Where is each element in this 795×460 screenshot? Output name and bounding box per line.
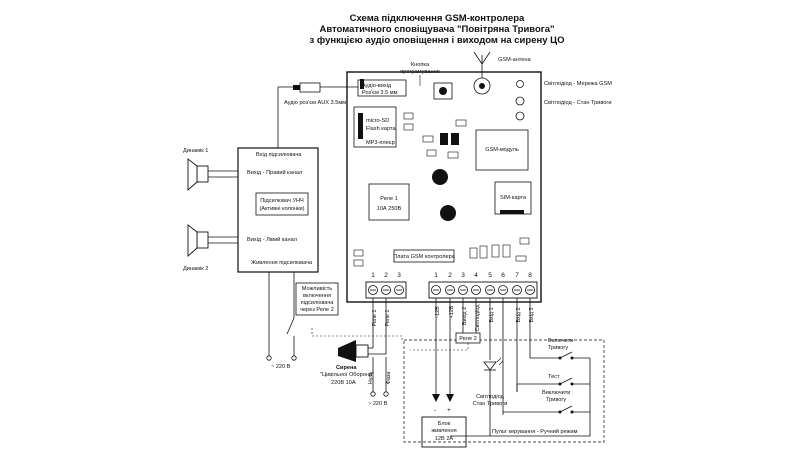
pin-label: Вхід 1 <box>489 307 495 322</box>
gsm-module-label: GSM-модуль <box>485 147 519 153</box>
amp-unit-label-2: (Активні колонки) <box>259 206 304 212</box>
relay-1 <box>368 183 410 221</box>
relay-1-label-1: Реле 1 <box>380 196 397 202</box>
audio-out-jack <box>357 79 407 97</box>
terminal-number: 4 <box>474 272 478 279</box>
terminal-number: 1 <box>371 272 375 279</box>
pin-labels: Реле 1 Реле 1 -12В +12В Вихід 2 Світлоді… <box>372 304 535 332</box>
led-gsm-icon <box>516 80 524 88</box>
speaker-1-label: Динамік 1 <box>183 148 208 154</box>
board-name-label: Плата GSM контролера <box>393 254 456 260</box>
amp-power-label: Живлення підсилювача <box>251 260 313 266</box>
terminal-number: 2 <box>384 272 388 279</box>
gsm-controller-board: Аудіо-вихід Роз'єм 3.5 мм Кнопка програм… <box>346 51 612 303</box>
amp-left-label: Вихід - Лівий канал <box>247 236 297 243</box>
amp-right-label: Вихід - Правий канал <box>247 169 302 176</box>
terminal-number: 6 <box>501 272 505 279</box>
led-gsm-label: Світлодіод - Мережа GSM <box>544 81 612 87</box>
terminal-number: 3 <box>397 272 401 279</box>
led-alarm-label: Світлодіод - Стан Тривоги <box>544 100 612 106</box>
gsm-module <box>475 129 529 171</box>
title-line-2: Автоматичного сповіщувача "Повітряна Три… <box>319 24 554 35</box>
siren-rating: 220В 10А <box>331 380 356 386</box>
siren-icon <box>338 340 387 362</box>
mp3-label: MP3-плеєр <box>366 140 395 146</box>
psu-label-1: Блок <box>438 421 451 427</box>
btn-off-label-1: Виключити <box>542 390 570 396</box>
amp-unit <box>255 192 309 216</box>
psu-label-2: живлення <box>431 428 456 434</box>
speaker-2-icon <box>187 224 238 258</box>
pin-label: Світлодіод <box>475 304 481 332</box>
led-alarm-icon <box>515 96 525 106</box>
amp-mains-wiring <box>268 272 295 356</box>
terminal-block-main <box>428 281 538 299</box>
psu-plus-label: + <box>447 407 451 414</box>
microsd-label-2: Flash карта <box>366 126 396 132</box>
title-line-1: Схема підключення GSM-контролера <box>350 13 525 24</box>
relay-option-label-3: підсилювача <box>301 300 335 306</box>
microsd-label-1: micro-SD <box>366 118 389 124</box>
siren-name: Сирена <box>336 365 357 371</box>
button-test <box>517 377 590 385</box>
board-name-plate <box>393 249 455 263</box>
control-panel: Реле 2 Світлодіод Стан Тривоги Включити … <box>403 330 605 443</box>
terminal-block-relay <box>365 281 407 299</box>
btn-off-label-2: Тривогу <box>546 397 566 403</box>
pin-label: Вхід 3 <box>529 307 535 322</box>
relay-option-label-2: включення <box>303 293 331 299</box>
relay-option-label-4: через Реле 2 <box>300 307 334 313</box>
btn-test-label: Тест <box>548 374 560 380</box>
amplifier-block: Вхід підсилювача Вихід - Правий канал Пі… <box>237 147 319 273</box>
prog-button-label-1: Кнопка <box>411 62 430 68</box>
diagram-title: Схема підключення GSM-контролера Автомат… <box>310 13 565 46</box>
pin-label: +12В <box>449 305 455 318</box>
pin-label: Реле 1 <box>372 310 378 327</box>
pin-label: Вхід 2 <box>516 307 522 322</box>
alarm-led-icon <box>483 357 504 385</box>
gsm-antenna-label: GSM-антена <box>498 57 532 63</box>
psu-minus-label: - <box>434 407 436 414</box>
relay-1-label-2: 10А 250В <box>377 206 402 212</box>
sim-card-slot <box>494 181 532 215</box>
btn-on-label-1: Включити <box>548 338 573 344</box>
pin-label: Реле 1 <box>385 310 391 327</box>
terminal-number: 7 <box>515 272 519 279</box>
sim-label: SIM-карта <box>500 195 527 201</box>
relay-option-label-1: Можливість <box>302 286 332 292</box>
psu-label-3: 12В 2А <box>435 436 454 442</box>
btn-on-label-2: Тривогу <box>548 345 568 351</box>
amp-mains-label: ~ 220 В <box>271 364 291 370</box>
gsm-antenna-icon <box>473 51 491 95</box>
siren-zero-label: Нуль <box>368 372 374 385</box>
pin-wires <box>372 298 531 415</box>
speaker-2-label: Динамік 2 <box>183 266 208 272</box>
audio-out-label-1: Аудіо-вихід <box>362 83 392 89</box>
siren-phase-label: Фаза <box>386 372 392 385</box>
aux-cable: Аудіо роз'єм AUX 3.5мм <box>277 82 358 150</box>
terminal-number: 5 <box>488 272 492 279</box>
aux-label: Аудіо роз'єм AUX 3.5мм <box>284 100 346 106</box>
button-alarm-on <box>530 351 590 359</box>
pin-label: -12В <box>435 306 441 318</box>
relay-option-box <box>295 282 339 316</box>
audio-out-label-2: Роз'єм 3.5 мм <box>362 90 398 96</box>
button-alarm-off <box>503 405 590 413</box>
amp-input-label: Вхід підсилювача <box>256 152 302 158</box>
terminal-number: 1 <box>434 272 438 279</box>
terminal-number: 3 <box>461 272 465 279</box>
amp-unit-label-1: Підсилювач УНЧ <box>260 198 304 204</box>
relay-2-label: Реле 2 <box>459 336 476 342</box>
terminal-number: 2 <box>448 272 452 279</box>
pin-label: Вихід 2 <box>462 307 468 325</box>
siren-mains-label: ~ 220 В <box>368 401 388 407</box>
panel-name: Пульт керування - Ручний режим <box>492 428 578 435</box>
terminal-number: 8 <box>528 272 532 279</box>
title-line-3: з функцією аудіо оповіщення і виходом на… <box>310 35 565 46</box>
prog-button-label-2: програмування <box>400 69 439 75</box>
siren-desc: "Цивільної Оборони" <box>320 372 374 378</box>
speaker-1-icon <box>187 158 238 192</box>
